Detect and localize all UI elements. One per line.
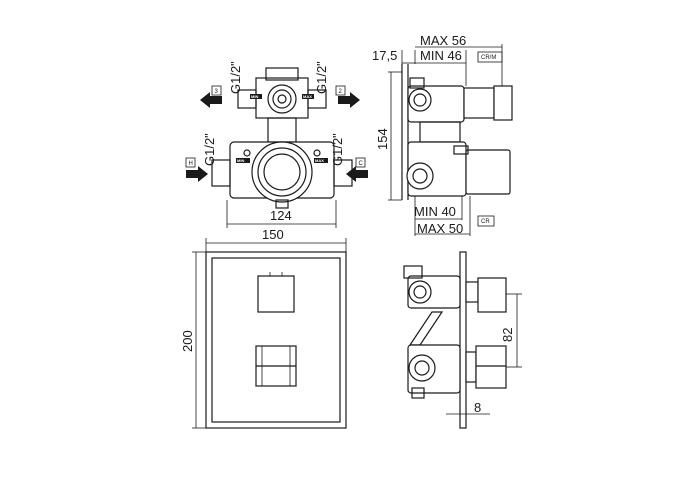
side-view: 17,5 MAX 56 MIN 46 CR/M 154 MIN 40 MAX 5… <box>372 33 513 236</box>
arrow-3: 3 <box>200 85 222 108</box>
drain-plug <box>275 199 289 209</box>
arrow-2: 2 <box>335 85 360 108</box>
arrow-c: C <box>346 157 368 182</box>
height-dim-154: 154 <box>375 128 390 150</box>
thread-label-bottom-right: G1/2" <box>330 133 345 166</box>
min-40-label: MIN 40 <box>414 204 456 219</box>
svg-text:H: H <box>189 161 193 167</box>
side-upper-knob <box>493 85 513 121</box>
screw-right <box>313 149 321 157</box>
max-56-label: MAX 56 <box>420 33 466 48</box>
max-50-label: MAX 50 <box>417 221 463 236</box>
thread-label-top-right: G1/2" <box>314 61 329 94</box>
neck <box>267 117 297 143</box>
plate-width-150: 150 <box>262 227 284 242</box>
svg-text:3: 3 <box>215 89 219 95</box>
thread-label-bottom-left: G1/2" <box>202 133 217 166</box>
side-lower-cartridge <box>465 149 511 195</box>
min-badge-upper: MIN <box>251 94 258 99</box>
svg-text:2: 2 <box>339 89 343 95</box>
spacing-dim-82: 82 <box>500 328 515 342</box>
front-view: MIN MAX MIN MAX 3 2 H <box>185 61 368 228</box>
upper-cap <box>265 67 299 81</box>
side-plate-view: 82 8 <box>403 251 522 429</box>
cover-plate <box>205 251 347 429</box>
side-plate <box>459 251 467 429</box>
tag-cr: CR <box>481 219 490 225</box>
side-thermostat-knob <box>475 345 507 389</box>
plate-view: 150 200 <box>180 227 347 429</box>
side-upper-cartridge <box>463 87 495 119</box>
upper-port <box>267 84 297 114</box>
svg-text:C: C <box>359 161 364 167</box>
plate-height-200: 200 <box>180 330 195 352</box>
offset-dim-17-5: 17,5 <box>372 48 397 63</box>
max-badge-upper: MAX <box>303 94 312 99</box>
arrow-h: H <box>185 157 208 182</box>
min-badge-lower: MIN <box>237 158 244 163</box>
max-badge-lower: MAX <box>315 158 324 163</box>
tag-cr-m: CR/M <box>481 55 496 61</box>
inlet-left <box>211 159 231 187</box>
mixer-port <box>251 141 313 203</box>
screw-left <box>243 149 251 157</box>
min-46-label: MIN 46 <box>420 48 462 63</box>
thickness-dim-8: 8 <box>474 400 481 415</box>
width-dim-124: 124 <box>270 208 292 223</box>
side-diverter-knob <box>477 277 507 313</box>
diverter-knob <box>257 275 295 313</box>
thread-label-top-left: G1/2" <box>228 61 243 94</box>
